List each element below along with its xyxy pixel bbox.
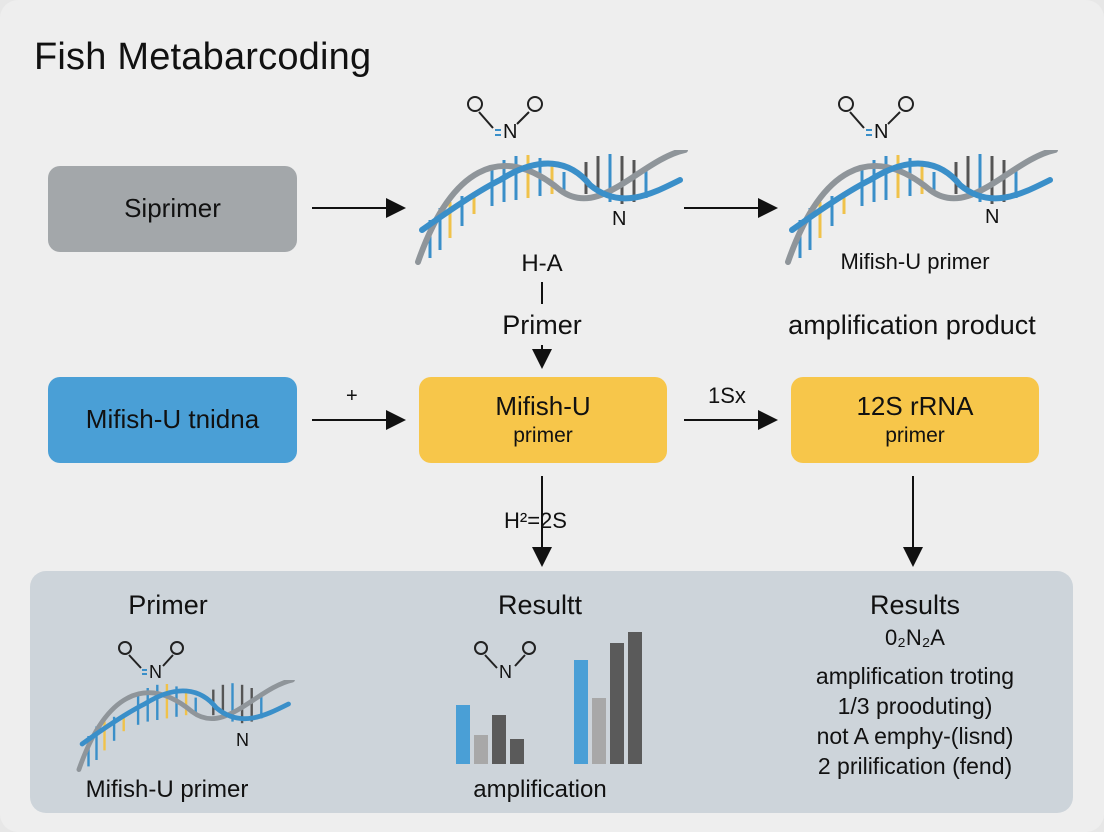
dna-helix-icon: [415, 150, 688, 265]
molecule-icon: N: [465, 94, 545, 154]
chart-bar: [592, 698, 606, 764]
one-s-label: 1Sx: [708, 383, 746, 408]
molecule-icon: N: [836, 94, 916, 154]
dna-helix-icon: [785, 150, 1058, 265]
mifish-tnidna-box: Mifish-U tnidna: [48, 377, 297, 463]
result-line: not A emphy-(lisnd): [816, 722, 1014, 749]
panel-right-title: Results: [869, 590, 961, 620]
result-line: 2 prilification (fend): [817, 752, 1013, 779]
panel-left-title: Primer: [128, 590, 208, 620]
dna2-n-label: N: [985, 206, 1000, 228]
bar-group-left: [456, 632, 528, 764]
dna-helix-icon: [76, 680, 295, 772]
h2-2s-label: H²=2S: [504, 508, 567, 533]
panel-dna-n-label: N: [236, 730, 249, 750]
page-title: Fish Metabarcoding: [34, 36, 372, 78]
molecule-icon: N: [473, 640, 543, 690]
chart-bar: [574, 660, 588, 764]
panel-mid-title: Resultt: [497, 590, 583, 620]
results-panel: [30, 571, 1073, 813]
chart-bar: [610, 643, 624, 764]
rrna-primer-box: 12S rRNA primer: [791, 377, 1039, 463]
mifish-primer-box: Mifish-U primer: [419, 377, 667, 463]
amplification-product-label: amplification product: [788, 310, 1036, 340]
molecule-icon: N: [117, 640, 187, 690]
chart-bar: [510, 739, 524, 764]
mifish-tnidna-label: Mifish-U tnidna: [85, 404, 260, 435]
chart-bar: [492, 715, 506, 764]
panel-left-caption: Mifish-U primer: [85, 776, 249, 803]
result-line: amplification troting: [815, 663, 1015, 689]
chart-bar: [456, 705, 470, 764]
plus-label: +: [346, 385, 358, 407]
siprimer-box: Siprimer: [48, 166, 297, 252]
dna1-n-label: N: [612, 208, 627, 230]
mifish-primer-main: Mifish-U: [495, 390, 591, 421]
panel-right-lines: amplification troting 1/3 prooduting) not …: [760, 662, 1070, 782]
primer-label: Primer: [502, 310, 582, 340]
mifish-primer-sub: primer: [513, 423, 573, 447]
bar-group-right: [574, 632, 646, 764]
result-line: 1/3 prooduting): [837, 692, 993, 719]
chart-bar: [628, 632, 642, 764]
ha-label: H-A: [521, 250, 563, 277]
rrna-primer-main: 12S rRNA: [856, 390, 974, 421]
chart-bar: [474, 735, 488, 764]
rrna-primer-sub: primer: [885, 423, 945, 447]
panel-mid-caption: amplification: [473, 776, 607, 803]
siprimer-label: Siprimer: [124, 193, 221, 224]
mifish-primer-top-label: Mifish-U primer: [840, 249, 990, 274]
panel-right-formula: 0₂N₂A: [885, 625, 945, 650]
